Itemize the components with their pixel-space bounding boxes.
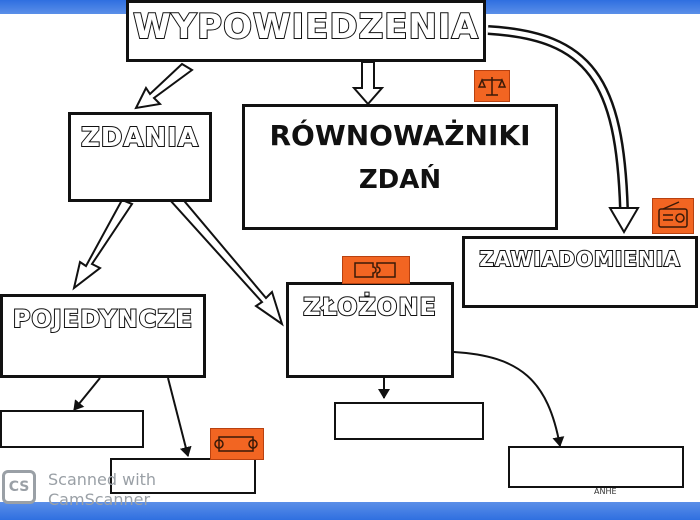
arrow-zdania-to-zlozone (168, 194, 284, 327)
author-signature: ANHE (594, 487, 617, 496)
node-rownowazniki: RÓWNOWAŻNIKI ZDAŃ (242, 104, 558, 230)
root-title: WYPOWIEDZENIA (132, 6, 479, 48)
puzzle-icon (342, 256, 410, 284)
watermark-line1: Scanned with (48, 470, 157, 489)
empty-box-1 (0, 410, 144, 448)
node-pojedyncze-title: POJEDYNCZE (12, 304, 194, 334)
node-zawiadomienia-title: ZAWIADOMIENIA (478, 246, 681, 272)
node-zawiadomienia: ZAWIADOMIENIA (462, 236, 698, 308)
scales-icon (474, 70, 510, 102)
node-pojedyncze: POJEDYNCZE (0, 294, 206, 378)
empty-box-3 (334, 402, 484, 440)
arrow-root-to-rownowazniki (351, 61, 385, 106)
watermark-line2: CamScanner (48, 490, 151, 509)
camscanner-logo-icon: CS (2, 470, 36, 504)
radio-icon (652, 198, 694, 234)
root-node: WYPOWIEDZENIA (126, 0, 486, 62)
node-rownowazniki-line1: RÓWNOWAŻNIKI (269, 119, 531, 152)
empty-box-4 (508, 446, 684, 488)
node-zdania: ZDANIA (68, 112, 212, 202)
node-zlozone-title: ZŁOŻONE (302, 292, 437, 322)
scroll-icon (210, 428, 264, 460)
node-rownowazniki-line2: ZDAŃ (358, 165, 442, 195)
camscanner-watermark: CS Scanned with CamScanner (0, 466, 180, 509)
arrow-pojedyncze-to-box2 (167, 377, 192, 457)
arrow-pojedyncze-to-box1 (73, 377, 101, 411)
node-zdania-title: ZDANIA (80, 122, 200, 154)
arrow-zdania-to-pojedyncze (72, 198, 134, 291)
bottom-blue-band (0, 502, 700, 520)
arrow-root-to-zdania (134, 62, 194, 110)
node-zlozone: ZŁOŻONE (286, 282, 454, 378)
empty-box-2 (110, 458, 256, 494)
arrow-zlozone-to-box4 (453, 351, 565, 447)
